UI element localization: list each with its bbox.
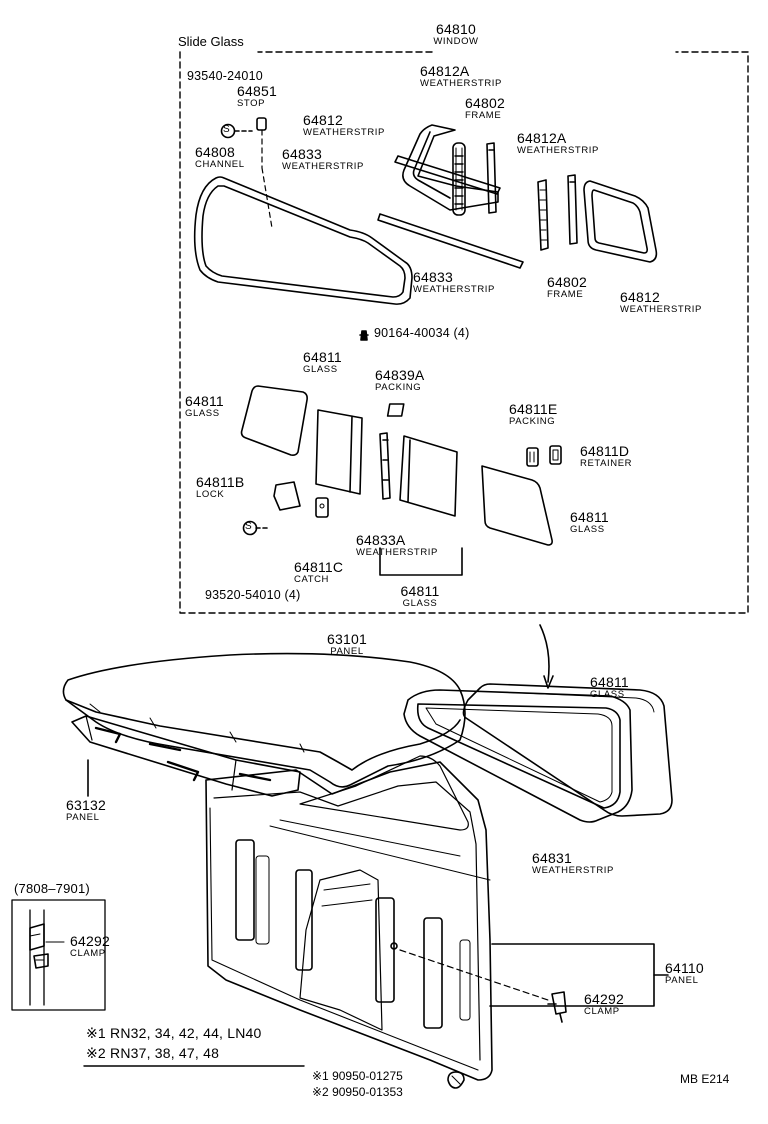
label-64812A-top: 64812A WEATHERSTRIP [420, 63, 502, 89]
label-64811B-lock: 64811B LOCK [196, 474, 245, 500]
lock-64811B-drawing [273, 481, 301, 511]
bolt-label-1: ※1 90950-01275 [312, 1069, 403, 1083]
weatherstrip-64812A-top-drawing [452, 142, 466, 216]
label-64802-frame-top: 64802 FRAME [465, 95, 505, 121]
label-64811D-retainer: 64811D RETAINER [580, 443, 633, 469]
label-64110-panel: 64110 PANEL [665, 960, 704, 986]
label-64811C-catch: 64811C CATCH [294, 559, 344, 585]
front-panel-63132-drawing [71, 715, 301, 797]
label-93540-24010: 93540-24010 [187, 69, 263, 83]
weatherstrip-64833-top-drawing [394, 155, 501, 195]
inset-clamp-drawing [29, 909, 65, 1006]
weatherstrip-64831-drawing [403, 689, 633, 823]
frame-64802-top-drawing [486, 142, 497, 214]
inset-box [11, 899, 106, 1011]
catch-64811C-drawing [315, 497, 329, 518]
back-panel-64110-drawing [205, 755, 493, 1081]
label-64812-right: 64812 WEATHERSTRIP [620, 289, 702, 315]
label-64811-glass-right: 64811 GLASS [570, 509, 609, 535]
packing-64839A-drawing [386, 403, 405, 417]
glass-64811-a-drawing [315, 409, 363, 495]
weatherstrip-64833-mid-drawing [377, 213, 524, 269]
weatherstrip-64812A-right-drawing [537, 179, 549, 251]
label-64812A-right: 64812A WEATHERSTRIP [517, 130, 599, 156]
label-64811-glass-bottom: 64811 GLASS [400, 583, 440, 609]
label-64811-glass-main: 64811 GLASS [590, 674, 629, 700]
glass-64811-left-drawing [240, 385, 308, 456]
slide-glass-dashed-box [179, 51, 749, 614]
note-2: ※2 RN37, 38, 47, 48 [86, 1045, 220, 1061]
label-64811-glass-left: 64811 GLASS [185, 393, 224, 419]
glass-64811-main-drawing [462, 683, 673, 817]
screw-symbol-bottom: S [245, 521, 252, 532]
label-64811E-packing: 64811E PACKING [509, 401, 558, 427]
weatherstrip-64812-right-drawing [583, 180, 658, 263]
label-64833A-weatherstrip: 64833A WEATHERSTRIP [356, 532, 438, 558]
weatherstrip-64833A-drawing [379, 432, 391, 500]
glass-64811-right-drawing [481, 465, 553, 546]
label-64808-channel: 64808 CHANNEL [195, 144, 245, 170]
screw-90164-drawing [359, 330, 369, 341]
figure-code: MB E214 [680, 1072, 730, 1086]
retainer-64811D-drawing [549, 445, 562, 465]
label-93520-54010: 93520-54010 (4) [205, 588, 301, 602]
label-64811-glass-a: 64811 GLASS [303, 349, 342, 375]
note-1: ※1 RN32, 34, 42, 44, LN40 [86, 1025, 262, 1041]
inset-range-label: (7808–7901) [14, 881, 90, 896]
bolt-90950-drawing [447, 1071, 465, 1089]
stop-64851-drawing [256, 117, 267, 131]
frame-64802-bottom-drawing [567, 174, 578, 245]
label-63101-panel: 63101 PANEL [327, 631, 367, 657]
label-64833-top: 64833 WEATHERSTRIP [282, 146, 364, 172]
channel-64808-drawing [193, 176, 413, 305]
screw-symbol-top: S [223, 124, 230, 135]
weatherstrip-64812-top-drawing [402, 124, 499, 211]
roof-panel-63101-drawing [62, 652, 466, 788]
label-63132-panel: 63132 PANEL [66, 797, 106, 823]
label-64839A-packing: 64839A PACKING [375, 367, 425, 393]
label-64831-weatherstrip: 64831 WEATHERSTRIP [532, 850, 614, 876]
label-64851-stop: 64851 STOP [237, 83, 277, 109]
clamp-64292-drawing [547, 991, 567, 1023]
section-title: Slide Glass [178, 34, 244, 49]
packing-64811E-drawing [526, 447, 539, 467]
label-90164-40034: 90164-40034 (4) [374, 326, 470, 340]
label-64802-frame-bottom: 64802 FRAME [547, 274, 587, 300]
glass-64811-bot-drawing [399, 435, 458, 517]
label-64292-clamp-inset: 64292 CLAMP [70, 933, 110, 959]
label-64812-top: 64812 WEATHERSTRIP [303, 112, 385, 138]
bolt-label-2: ※2 90950-01353 [312, 1085, 403, 1099]
label-64292-clamp: 64292 CLAMP [584, 991, 624, 1017]
label-64833-mid: 64833 WEATHERSTRIP [413, 269, 495, 295]
label-64810-window: 64810 WINDOW [433, 21, 479, 47]
